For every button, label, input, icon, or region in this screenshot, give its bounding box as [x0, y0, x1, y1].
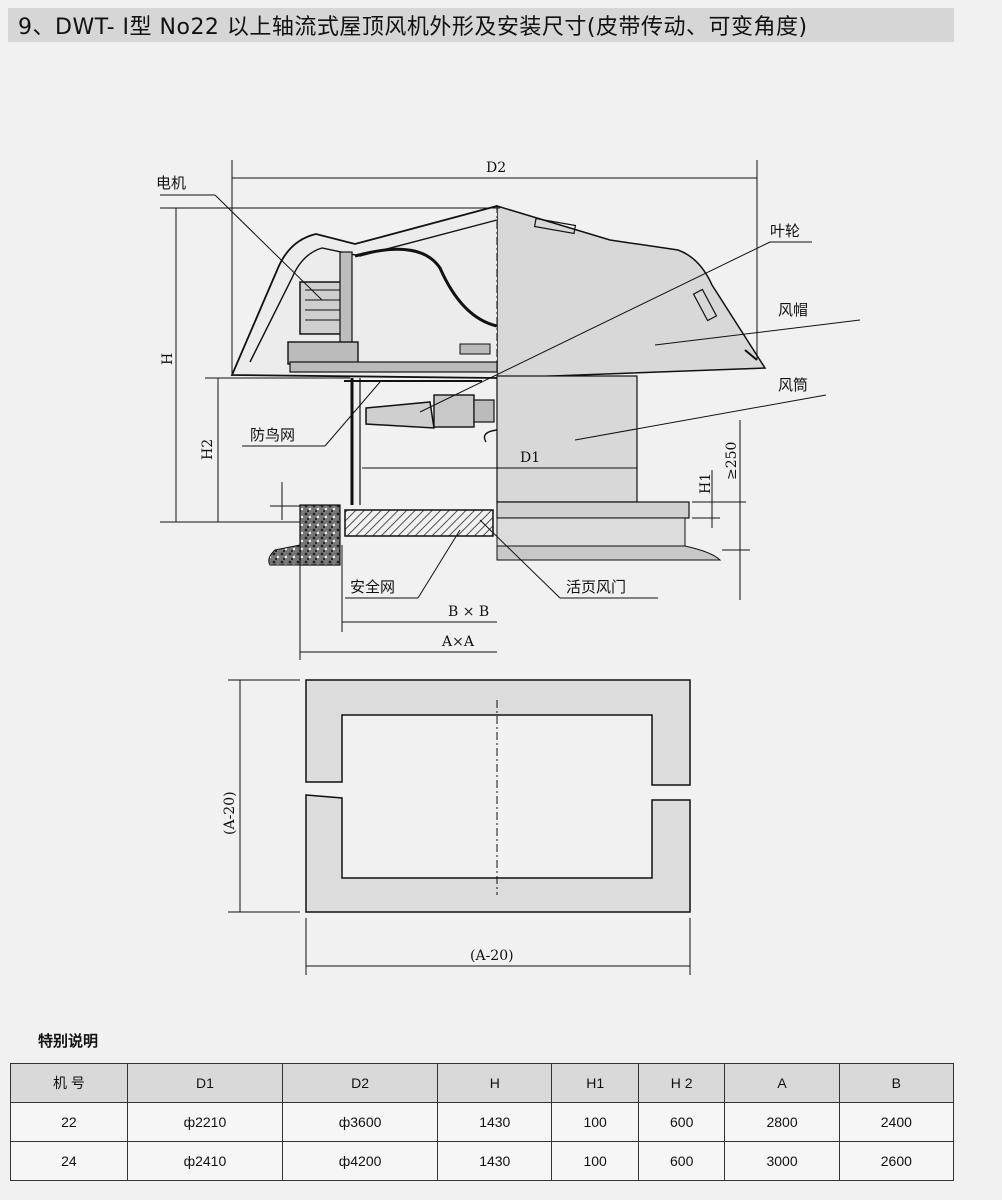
- table-row: 24 ф2410 ф4200 1430 100 600 3000 2600: [10, 1141, 955, 1181]
- title-bar: 9、DWT- Ⅰ型 No22 以上轴流式屋顶风机外形及安装尺寸(皮带传动、可变角…: [8, 8, 954, 42]
- table-cell: 2800: [724, 1102, 840, 1142]
- label-impeller: 叶轮: [770, 222, 800, 240]
- dim-d2: D2: [486, 160, 506, 176]
- table-cell: ф3600: [281, 1102, 439, 1142]
- dim-d1: D1: [520, 450, 540, 466]
- special-note-label: 特别说明: [38, 1032, 99, 1050]
- dim-h2: H2: [200, 439, 216, 460]
- impeller-icon: [365, 394, 498, 443]
- table-cell: ф2210: [126, 1102, 284, 1142]
- label-bird-net: 防鸟网: [250, 426, 295, 444]
- table-header-cell: A: [724, 1063, 840, 1103]
- label-louver: 活页风门: [566, 578, 626, 596]
- table-cell: 600: [637, 1102, 726, 1142]
- hood-left: [230, 205, 498, 379]
- table-header-cell: H 2: [637, 1063, 726, 1103]
- table-header-row: 机 号 D1 D2 H H1 H 2 A B: [10, 1063, 955, 1103]
- motor-icon: [287, 251, 491, 365]
- table-row: 22 ф2210 ф3600 1430 100 600 2800 2400: [10, 1102, 955, 1142]
- dim-250: ≥250: [724, 442, 740, 480]
- table-cell: 2400: [838, 1102, 955, 1142]
- table-cell: ф4200: [281, 1141, 439, 1181]
- label-safety-net: 安全网: [350, 578, 395, 596]
- table-cell: 1430: [437, 1141, 553, 1181]
- duct-right: [496, 375, 638, 503]
- table-header-cell: D2: [281, 1063, 439, 1103]
- table-cell: 100: [551, 1141, 639, 1181]
- spec-table: 机 号 D1 D2 H H1 H 2 A B 22 ф2210 ф3600 14…: [10, 1063, 955, 1181]
- label-motor: 电机: [156, 174, 186, 192]
- table-cell: 2600: [838, 1141, 955, 1181]
- table-cell: ф2410: [126, 1141, 284, 1181]
- page-title: 9、DWT- Ⅰ型 No22 以上轴流式屋顶风机外形及安装尺寸(皮带传动、可变角…: [18, 15, 808, 40]
- table-header-cell: 机 号: [10, 1063, 128, 1103]
- dim-axa: A×A: [441, 634, 475, 650]
- label-duct: 风筒: [778, 376, 808, 394]
- dim-h: H: [160, 353, 176, 365]
- dim-h1: H1: [698, 473, 714, 494]
- table-cell: 22: [10, 1102, 128, 1142]
- table-header-cell: H: [437, 1063, 553, 1103]
- table-cell: 1430: [437, 1102, 553, 1142]
- table-cell: 3000: [724, 1141, 840, 1181]
- table-header-cell: H1: [551, 1063, 639, 1103]
- dim-bxb: B × B: [448, 604, 489, 620]
- table-header-cell: D1: [126, 1063, 284, 1103]
- curb-plan: [305, 679, 691, 913]
- fan-drawing: D2 H H2 D1 H1 ≥250 电机 叶轮 风帽 风筒 防鸟网 安全网 活…: [156, 160, 861, 975]
- hood-right: [496, 204, 767, 379]
- label-hood: 风帽: [778, 301, 808, 319]
- table-cell: 600: [637, 1141, 726, 1181]
- table-cell: 24: [10, 1141, 128, 1181]
- dim-a20-left: (A-20): [222, 791, 238, 835]
- dim-a20-bottom: (A-20): [470, 948, 514, 964]
- table-cell: 100: [551, 1102, 639, 1142]
- table-header-cell: B: [838, 1063, 955, 1103]
